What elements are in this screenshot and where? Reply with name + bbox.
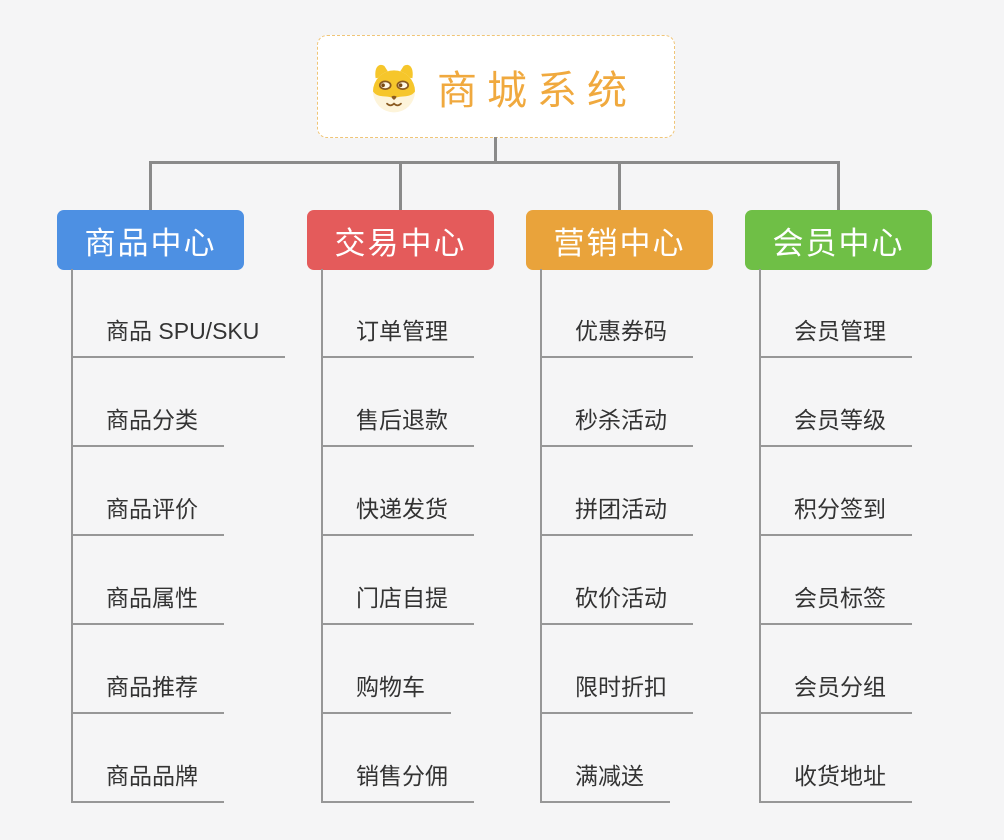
- shiba-dog-icon: [373, 64, 415, 112]
- leaf-row: 优惠券码: [542, 269, 693, 358]
- leaf-node[interactable]: 会员管理: [761, 312, 912, 358]
- leaf-row: 商品品牌: [73, 714, 285, 803]
- leaf-row: 砍价活动: [542, 536, 693, 625]
- leaf-node[interactable]: 销售分佣: [323, 757, 474, 803]
- leaf-row: 商品 SPU/SKU: [73, 269, 286, 358]
- connector-drop-members: [837, 163, 840, 210]
- leaf-row: 会员等级: [761, 358, 912, 447]
- leaf-node[interactable]: 商品分类: [73, 401, 224, 447]
- branch-items-trade-center: 订单管理 售后退款 快递发货 门店自提 购物车 销售分佣: [321, 269, 474, 803]
- leaf-row: 拼团活动: [542, 447, 693, 536]
- branch-label: 营销中心: [553, 225, 686, 261]
- branch-label: 交易中心: [334, 225, 467, 261]
- branch-node-member-center[interactable]: 会员中心: [745, 210, 932, 270]
- leaf-row: 销售分佣: [323, 714, 474, 803]
- leaf-node[interactable]: 购物车: [323, 668, 451, 714]
- leaf-node[interactable]: 限时折扣: [542, 668, 693, 714]
- leaf-node[interactable]: 快递发货: [323, 490, 474, 536]
- leaf-row: 会员标签: [761, 536, 912, 625]
- leaf-node[interactable]: 商品 SPU/SKU: [73, 312, 286, 358]
- leaf-node[interactable]: 积分签到: [761, 490, 912, 536]
- leaf-node[interactable]: 收货地址: [761, 757, 912, 803]
- branch-items-marketing-center: 优惠券码 秒杀活动 拼团活动 砍价活动 限时折扣 满减送: [540, 269, 693, 803]
- leaf-node[interactable]: 优惠券码: [542, 312, 693, 358]
- branch-node-marketing-center[interactable]: 营销中心: [526, 210, 713, 270]
- connector-drop-products: [149, 163, 152, 210]
- branch-node-product-center[interactable]: 商品中心: [57, 210, 244, 270]
- leaf-row: 会员管理: [761, 269, 912, 358]
- branch-label: 会员中心: [772, 225, 905, 261]
- root-node-title: 商城系统: [437, 68, 637, 113]
- leaf-node[interactable]: 拼团活动: [542, 490, 693, 536]
- leaf-row: 商品评价: [73, 447, 285, 536]
- leaf-row: 限时折扣: [542, 625, 693, 714]
- leaf-row: 商品分类: [73, 358, 285, 447]
- leaf-node[interactable]: 商品评价: [73, 490, 224, 536]
- branch-label: 商品中心: [84, 225, 217, 261]
- leaf-row: 快递发货: [323, 447, 474, 536]
- leaf-node[interactable]: 商品属性: [73, 579, 224, 625]
- leaf-row: 收货地址: [761, 714, 912, 803]
- leaf-row: 门店自提: [323, 536, 474, 625]
- leaf-node[interactable]: 商品推荐: [73, 668, 224, 714]
- branch-node-trade-center[interactable]: 交易中心: [307, 210, 494, 270]
- connector-root-drop: [494, 137, 497, 163]
- leaf-row: 秒杀活动: [542, 358, 693, 447]
- leaf-node[interactable]: 会员分组: [761, 668, 912, 714]
- leaf-row: 积分签到: [761, 447, 912, 536]
- connector-horizontal-bar: [149, 161, 840, 164]
- leaf-row: 商品推荐: [73, 625, 285, 714]
- branch-items-member-center: 会员管理 会员等级 积分签到 会员标签 会员分组 收货地址: [759, 269, 912, 803]
- leaf-node[interactable]: 商品品牌: [73, 757, 224, 803]
- leaf-row: 售后退款: [323, 358, 474, 447]
- leaf-node[interactable]: 秒杀活动: [542, 401, 693, 447]
- root-node-mall-system[interactable]: 商城系统: [317, 35, 675, 138]
- leaf-row: 购物车: [323, 625, 474, 714]
- leaf-node[interactable]: 砍价活动: [542, 579, 693, 625]
- leaf-node[interactable]: 会员等级: [761, 401, 912, 447]
- branch-items-product-center: 商品 SPU/SKU 商品分类 商品评价 商品属性 商品推荐 商品品牌: [71, 269, 286, 803]
- leaf-row: 商品属性: [73, 536, 285, 625]
- leaf-row: 订单管理: [323, 269, 474, 358]
- leaf-row: 会员分组: [761, 625, 912, 714]
- connector-drop-trade: [399, 163, 402, 210]
- leaf-node[interactable]: 会员标签: [761, 579, 912, 625]
- leaf-node[interactable]: 门店自提: [323, 579, 474, 625]
- leaf-row: 满减送: [542, 714, 693, 803]
- leaf-node[interactable]: 满减送: [542, 757, 670, 803]
- leaf-node[interactable]: 订单管理: [323, 312, 474, 358]
- connector-drop-marketing: [618, 163, 621, 210]
- leaf-node[interactable]: 售后退款: [323, 401, 474, 447]
